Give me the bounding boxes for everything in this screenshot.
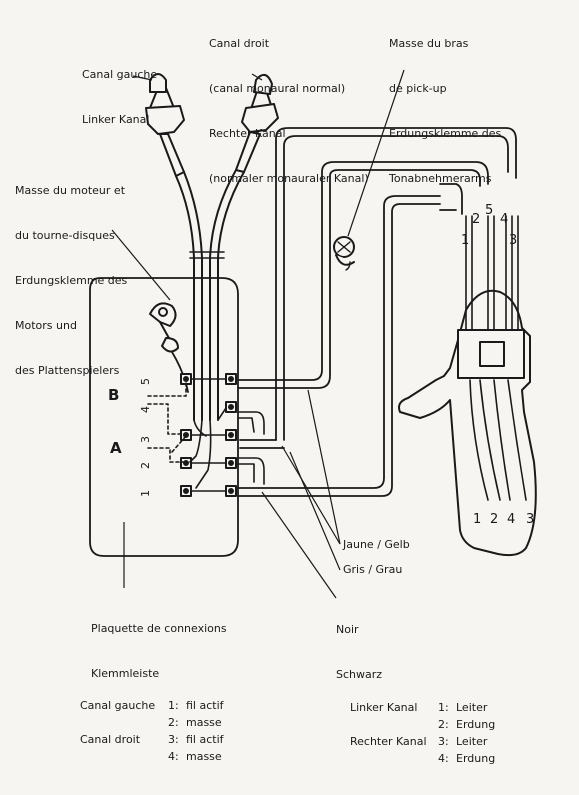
legend-row: Linker Kanal 1: Leiter: [350, 701, 488, 714]
terminal-strip-label: Plaquette de connexions Klemmleiste: [91, 622, 227, 680]
motor-ground-label: Masse du moteur et du tourne-disques Erd…: [15, 184, 128, 377]
right-channel-label: Canal droit (canal monaural normal) Rech…: [209, 37, 369, 185]
cartridge-number: 5: [485, 203, 494, 218]
legend-row: 4: masse: [168, 750, 222, 763]
cartridge-number: 1: [473, 512, 482, 527]
arm-ground-lug: [333, 236, 355, 271]
cartridge-head: [398, 215, 537, 557]
left-channel-cable: [145, 73, 203, 421]
cartridge-number: 3: [509, 233, 518, 248]
legend-row: 2: Erdung: [438, 718, 496, 731]
cartridge-number: 2: [490, 512, 499, 527]
grey-wire-label: Gris / Grau: [343, 563, 403, 576]
left-channel-label: Canal gauche Linker Kanal: [82, 68, 158, 126]
strap-a: [147, 435, 187, 463]
legend-row: 4: Erdung: [438, 752, 496, 765]
terminal-strip-board: [89, 277, 239, 557]
cartridge-number: 1: [461, 233, 470, 248]
marker-a: A: [110, 439, 122, 457]
legend-row: 2: masse: [168, 716, 222, 729]
arm-ground-label: Masse du bras de pick-up Erdungsklemme d…: [389, 37, 502, 185]
legend-row: Canal droit 3: fil actif: [80, 733, 224, 746]
marker-b: B: [108, 386, 120, 404]
strap-b: [147, 379, 187, 435]
legend-french: Canal gauche 1: fil actif 2: masse Canal…: [80, 697, 224, 765]
legend-row: Canal gauche 1: fil actif: [80, 699, 224, 712]
grey-wire: [275, 127, 517, 441]
motor-ground-lug: [149, 302, 189, 393]
right-channel-cable: [209, 73, 279, 421]
cartridge-number: 3: [526, 512, 535, 527]
cartridge-number: 4: [507, 512, 516, 527]
legend-german: Linker Kanal 1: Leiter 2: Erdung Rechter…: [350, 699, 495, 767]
legend-row: Rechter Kanal 3: Leiter: [350, 735, 488, 748]
black-wire: [237, 195, 441, 497]
yellow-wire: [237, 161, 489, 389]
yellow-wire-label: Jaune / Gelb: [343, 538, 410, 551]
black-wire-label: Noir Schwarz: [336, 623, 383, 681]
cartridge-number: 2: [472, 212, 481, 227]
cartridge-number: 4: [500, 212, 509, 227]
